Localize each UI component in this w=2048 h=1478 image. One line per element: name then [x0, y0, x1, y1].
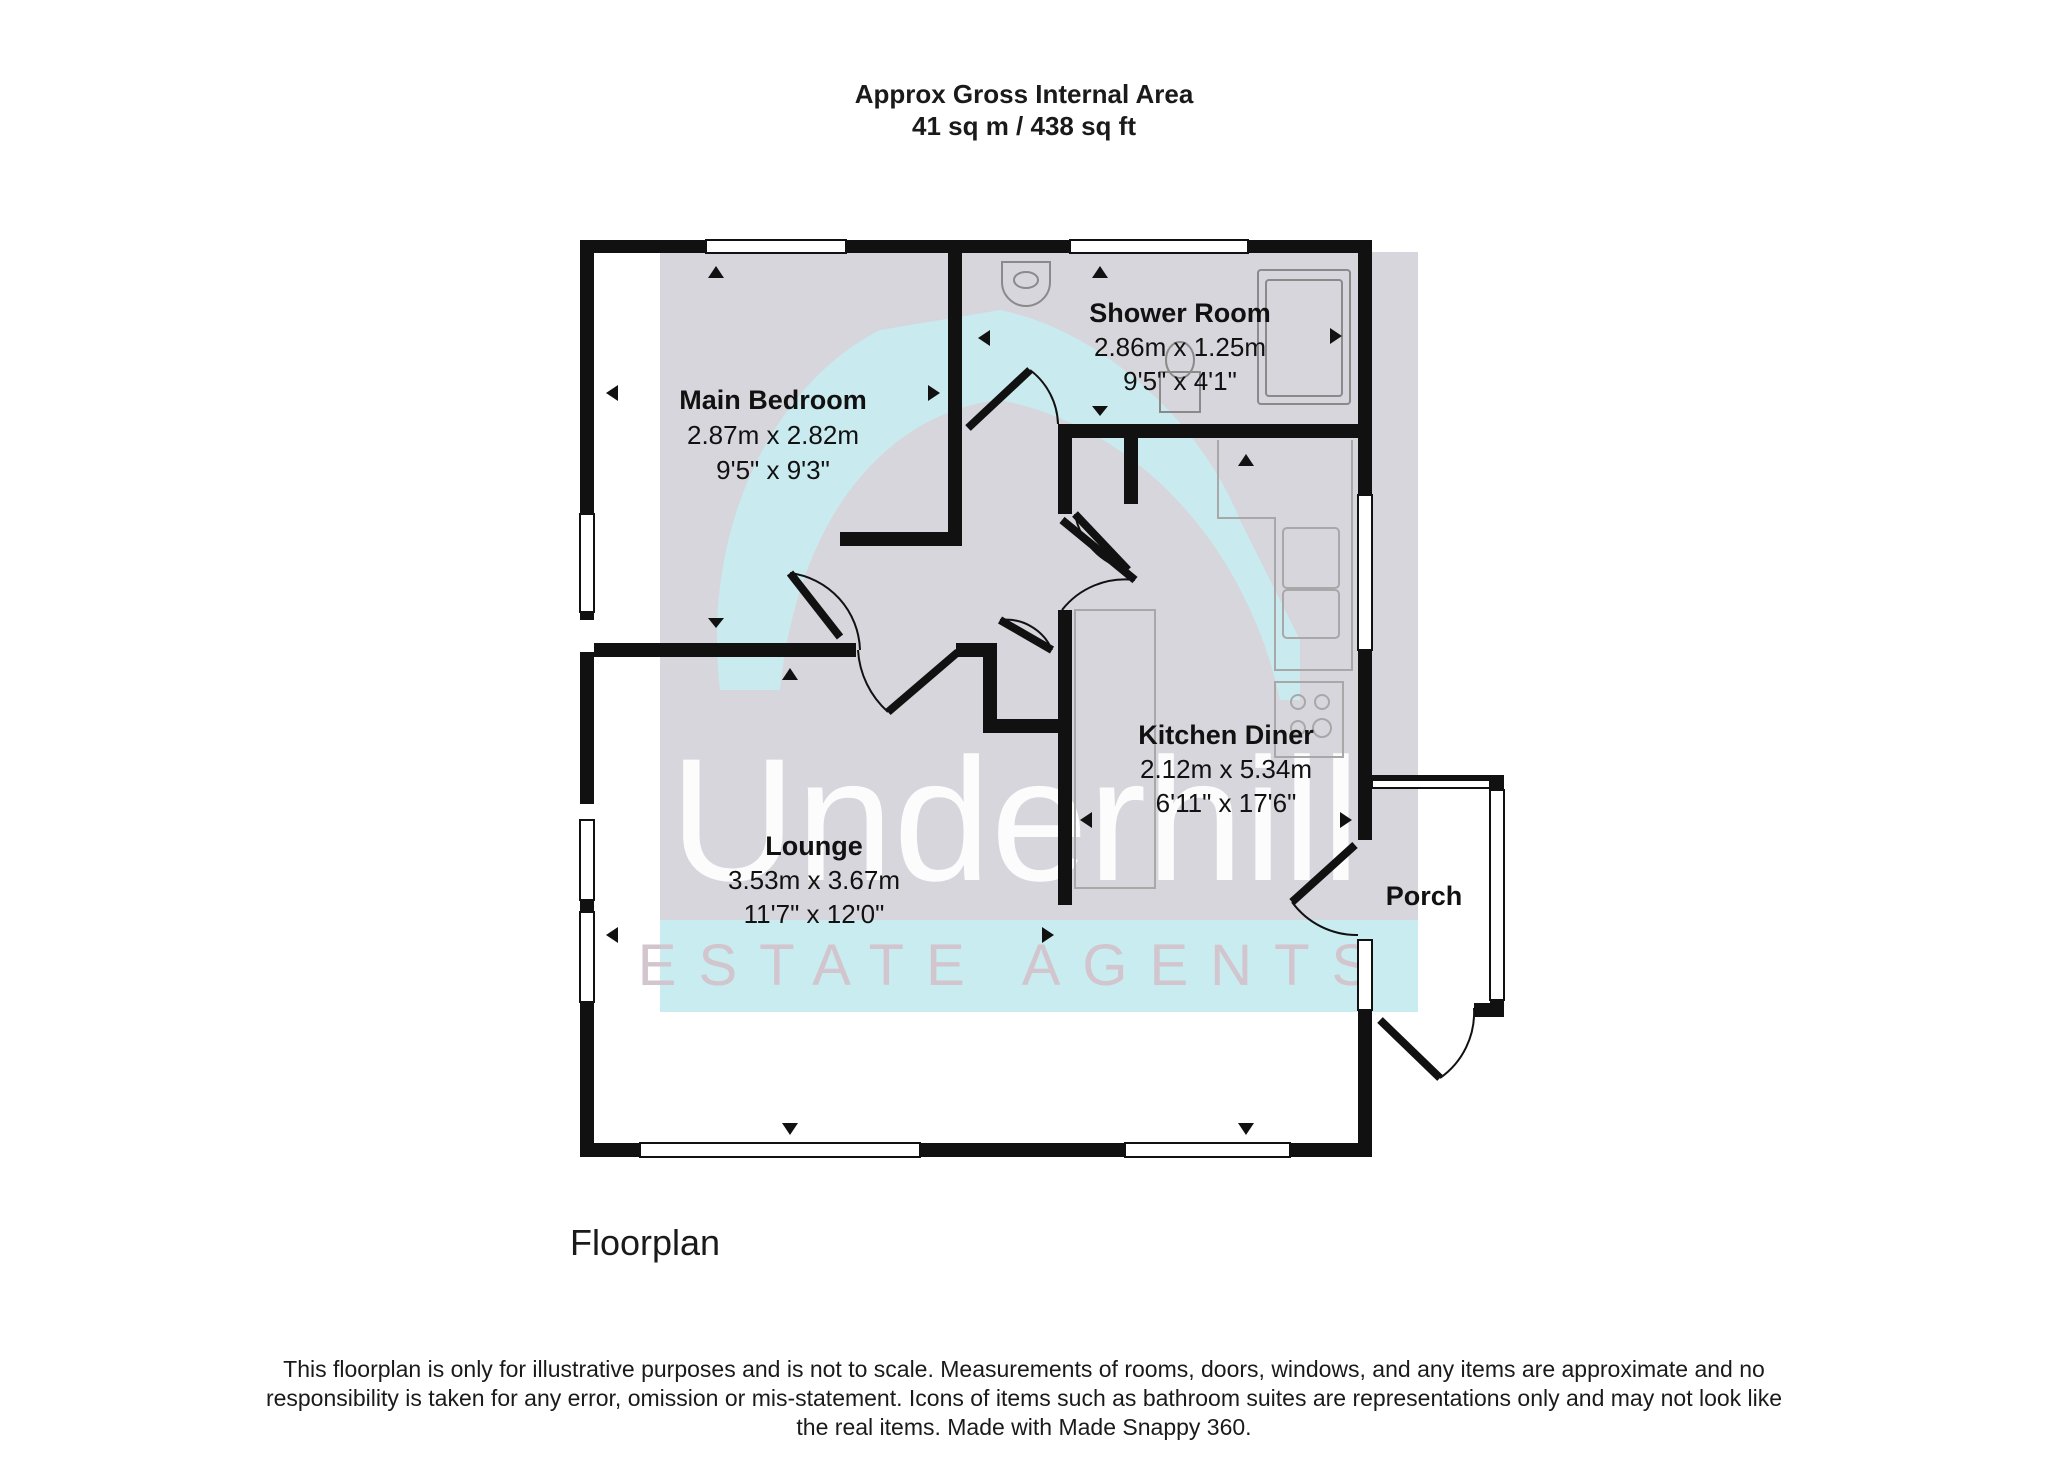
room-imperial: 9'5" x 4'1"	[1123, 366, 1237, 396]
area-value: 41 sq m / 438 sq ft	[912, 111, 1136, 141]
room-metric: 2.87m x 2.82m	[687, 420, 859, 450]
room-name: Porch	[1386, 881, 1463, 911]
room-imperial: 6'11" x 17'6"	[1156, 788, 1297, 818]
kitchen-units	[1074, 440, 1353, 889]
room-name: Kitchen Diner	[1138, 720, 1314, 750]
room-lounge: Lounge 3.53m x 3.67m 11'7" x 12'0"	[728, 831, 900, 929]
doors	[786, 367, 1476, 1081]
dimension-arrows	[606, 266, 1352, 1135]
room-name: Main Bedroom	[679, 385, 867, 415]
watermark-house-logo	[716, 310, 1300, 700]
room-shower-room: Shower Room 2.86m x 1.25m 9'5" x 4'1"	[1089, 298, 1271, 396]
disclaimer-text: This floorplan is only for illustrative …	[265, 1356, 1783, 1440]
area-title: Approx Gross Internal Area	[854, 79, 1194, 109]
room-metric: 3.53m x 3.67m	[728, 865, 900, 895]
room-name: Shower Room	[1089, 298, 1271, 328]
room-imperial: 11'7" x 12'0"	[744, 899, 885, 929]
floor-label: Floorplan	[570, 1222, 721, 1263]
room-main-bedroom: Main Bedroom 2.87m x 2.82m 9'5" x 9'3"	[679, 385, 867, 485]
area-header: Approx Gross Internal Area 41 sq m / 438…	[0, 78, 2048, 142]
room-metric: 2.12m x 5.34m	[1140, 754, 1312, 784]
room-kitchen-diner: Kitchen Diner 2.12m x 5.34m 6'11" x 17'6…	[1138, 720, 1314, 818]
room-porch: Porch	[1386, 881, 1463, 911]
windows	[579, 239, 1505, 1158]
watermark-brand: Underhill	[670, 723, 1361, 918]
watermark-tagline-band	[660, 920, 1418, 1012]
room-metric: 2.86m x 1.25m	[1094, 332, 1266, 362]
watermark-tagline: ESTATE AGENTS	[638, 933, 1392, 998]
bathroom-fixtures	[1001, 261, 1351, 413]
room-name: Lounge	[765, 831, 862, 861]
room-imperial: 9'5" x 9'3"	[716, 455, 830, 485]
